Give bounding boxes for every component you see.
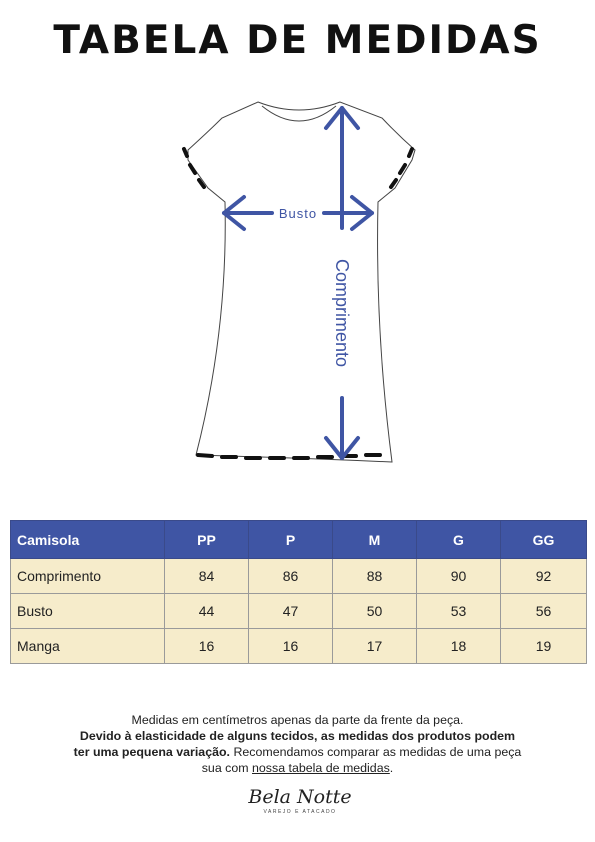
bottom-hem — [196, 453, 382, 460]
note-line: Devido à elasticidade de alguns tecidos,… — [79, 729, 516, 743]
table-cell: 19 — [500, 628, 587, 664]
table-cell: 86 — [248, 558, 333, 594]
size-table: Camisola PP P M G GG Comprimento 84 86 8… — [10, 520, 587, 664]
note-text: sua com — [201, 761, 253, 775]
sleeve-hem-right — [389, 147, 414, 189]
table-row: Comprimento 84 86 88 90 92 — [10, 558, 587, 594]
bust-label: Busto — [279, 206, 317, 221]
table-cell: 18 — [416, 628, 501, 664]
note-line: ter uma pequena variação. Recomendamos c… — [30, 744, 565, 760]
row-label: Comprimento — [10, 558, 165, 594]
neckline — [261, 105, 337, 122]
table-cell: 53 — [416, 593, 501, 629]
garment-diagram: Busto Comprimento — [182, 101, 416, 463]
note-bold: ter uma pequena variação. — [73, 745, 230, 759]
table-cell: 50 — [332, 593, 417, 629]
page-title: TABELA DE MEDIDAS — [53, 18, 542, 63]
note-line: Medidas em centímetros apenas da parte d… — [131, 713, 464, 727]
column-header: PP — [164, 520, 249, 559]
table-cell: 47 — [248, 593, 333, 629]
brand-name: Bela Notte — [248, 786, 352, 808]
note-text: . — [389, 761, 394, 775]
bust-arrow — [222, 195, 374, 231]
column-header: Camisola — [10, 520, 165, 559]
table-cell: 88 — [332, 558, 417, 594]
brand-logo: Bela Notte VAREJO E ATACADO — [245, 786, 355, 815]
brand-tagline: VAREJO E ATACADO — [263, 809, 337, 815]
table-cell: 16 — [164, 628, 249, 664]
table-cell: 90 — [416, 558, 501, 594]
measurement-notes: Medidas em centímetros apenas da parte d… — [30, 712, 565, 776]
table-cell: 16 — [248, 628, 333, 664]
length-label: Comprimento — [332, 259, 352, 367]
table-row: Manga 16 16 17 18 19 — [10, 628, 587, 664]
table-cell: 17 — [332, 628, 417, 664]
table-cell: 84 — [164, 558, 249, 594]
column-header: GG — [500, 520, 587, 559]
note-text: Recomendamos comparar as medidas de uma … — [230, 745, 522, 759]
table-header-row: Camisola PP P M G GG — [10, 520, 587, 559]
row-label: Manga — [10, 628, 165, 664]
note-line: sua com nossa tabela de medidas. — [30, 760, 565, 776]
table-cell: 92 — [500, 558, 587, 594]
column-header: P — [248, 520, 333, 559]
length-arrow — [324, 106, 360, 460]
row-label: Busto — [10, 593, 165, 629]
column-header: G — [416, 520, 501, 559]
garment-outline — [187, 101, 416, 463]
sleeve-hem-left — [182, 147, 206, 189]
table-cell: 44 — [164, 593, 249, 629]
table-row: Busto 44 47 50 53 56 — [10, 593, 587, 629]
size-table-link[interactable]: nossa tabela de medidas — [252, 761, 390, 775]
table-cell: 56 — [500, 593, 587, 629]
column-header: M — [332, 520, 417, 559]
